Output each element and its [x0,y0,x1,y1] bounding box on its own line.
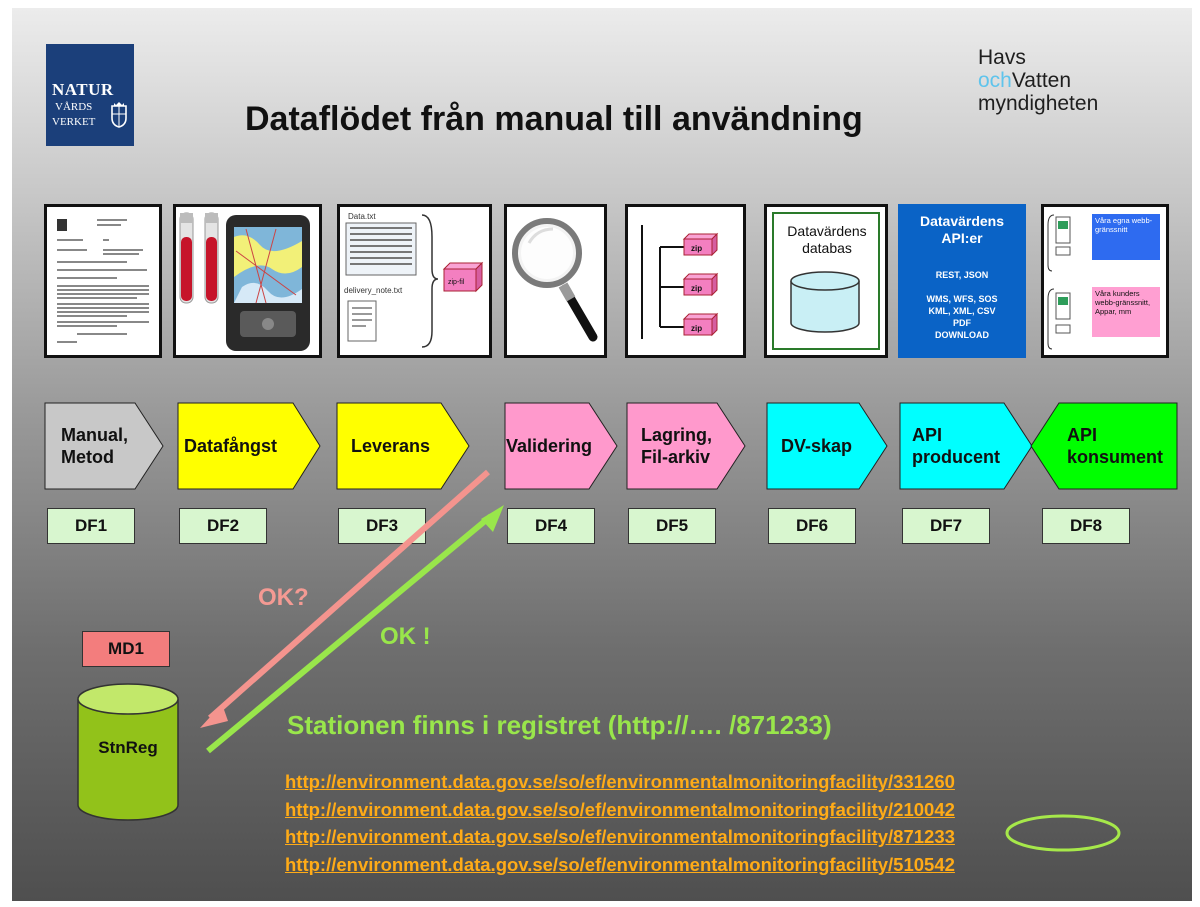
step-leverans: Leverans [336,402,470,490]
answer-label: OK ! [380,623,431,650]
card-data-capture [173,204,322,358]
zip-label-3: zip [691,324,702,333]
facility-link[interactable]: http://environment.data.gov.se/so/ef/env… [285,798,955,820]
api-line-4: PDF [953,318,971,328]
delivery-note-name: delivery_note.txt [344,286,403,295]
facility-link[interactable]: http://environment.data.gov.se/so/ef/env… [285,853,955,875]
card-database: Datavärdens databas [764,204,888,358]
logo-line-2: VÅRDS [55,101,93,113]
logo-line-3: VERKET [52,116,96,128]
delivery-zip-label: zip-fil [448,279,465,286]
delivery-files-icon: Data.txt delivery_note.txt zip-fil [344,212,484,348]
station-statement: Stationen finns i registret (http://…. /… [287,710,832,740]
naturvardsverket-logo: NATUR VÅRDS VERKET [46,44,134,146]
df-box-6: DF6 [768,508,856,544]
step-leverans-label: Leverans [351,436,431,456]
card-validation [504,204,607,358]
df-box-4: DF4 [507,508,595,544]
api-heading: Datavärdens API:er [919,213,1005,246]
document-icon [57,219,149,343]
zip-label-2: zip [691,284,702,293]
answer-arrow [206,513,493,754]
slide: NATUR VÅRDS VERKET Havs ochVatten myndig… [12,8,1192,901]
highlight-ring [1005,814,1121,852]
stnreg-cylinder-icon [77,683,179,821]
card-consumers: Våra egna webb-gränssnitt Våra kunders w… [1041,204,1169,358]
consumer-devices-icon [1047,214,1071,350]
md1-box: MD1 [82,631,170,667]
df-box-8: DF8 [1042,508,1130,544]
customer-web-interfaces-box: Våra kunders webb-gränssnitt, Appar, mm [1092,287,1160,337]
logo-hav-line-1: Havs [978,46,1026,69]
step-lagring-label: Lagring,Fil-arkiv [641,425,712,467]
df-box-1: DF1 [47,508,135,544]
question-arrowhead [200,704,228,728]
zip-label-1: zip [691,244,702,253]
facility-link-list: http://environment.data.gov.se/so/ef/env… [285,768,955,878]
answer-arrowhead [481,505,504,532]
df-box-5: DF5 [628,508,716,544]
crest-icon [111,102,127,128]
api-line-3: KML, XML, CSV [928,306,996,316]
card-manual [44,204,162,358]
api-line-1: REST, JSON [935,270,989,280]
own-web-interfaces-box: Våra egna webb-gränssnitt [1092,214,1160,260]
step-datafangst-label: Datafångst [184,436,278,456]
step-datafangst: Datafångst [177,402,321,490]
database-label: Datavärdens databas [787,223,867,256]
card-api: Datavärdens API:er REST, JSON WMS, WFS, … [898,204,1026,358]
magnifier-icon [512,218,598,342]
step-validering: Validering [504,402,618,490]
logo-hav-line-3: myndigheten [978,92,1099,115]
step-lagring: Lagring,Fil-arkiv [626,402,746,490]
api-line-5: DOWNLOAD [935,330,989,340]
havs-och-vatten-logo: Havs ochVatten myndigheten [978,46,1098,115]
question-arrow [208,469,490,721]
zip-files: zip zip zip [682,232,719,337]
archive-tree-icon: zip zip zip [641,225,719,339]
step-manual: Manual,Metod [44,402,164,490]
stnreg-database: StnReg [76,683,180,823]
data-file-name: Data.txt [348,212,376,221]
logo-line-1: NATUR [52,80,114,99]
handheld-device-icon [179,212,310,351]
stnreg-label: StnReg [98,738,158,757]
logo-hav-vatten: Vatten [1011,69,1072,92]
logo-hav-och: och [978,69,1012,92]
flow-overlay [200,469,1121,852]
df-box-2: DF2 [179,508,267,544]
df-box-7: DF7 [902,508,990,544]
api-line-2: WMS, WFS, SOS [926,294,998,304]
step-manual-label: Manual,Metod [61,425,129,467]
facility-link[interactable]: http://environment.data.gov.se/so/ef/env… [285,771,955,792]
step-dv-skap: DV-skap [766,402,888,490]
step-validering-label: Validering [506,436,593,456]
database-icon [790,271,860,333]
logo-hav-line-2: ochVatten [978,69,1098,92]
page-title: Dataflödet från manual till användning [245,100,863,138]
step-dv-skap-label: DV-skap [781,436,853,456]
card-delivery: Data.txt delivery_note.txt zip-fil [337,204,492,358]
question-label: OK? [258,584,309,611]
facility-link[interactable]: http://environment.data.gov.se/so/ef/env… [285,826,955,847]
card-archive: zip zip zip [625,204,746,358]
